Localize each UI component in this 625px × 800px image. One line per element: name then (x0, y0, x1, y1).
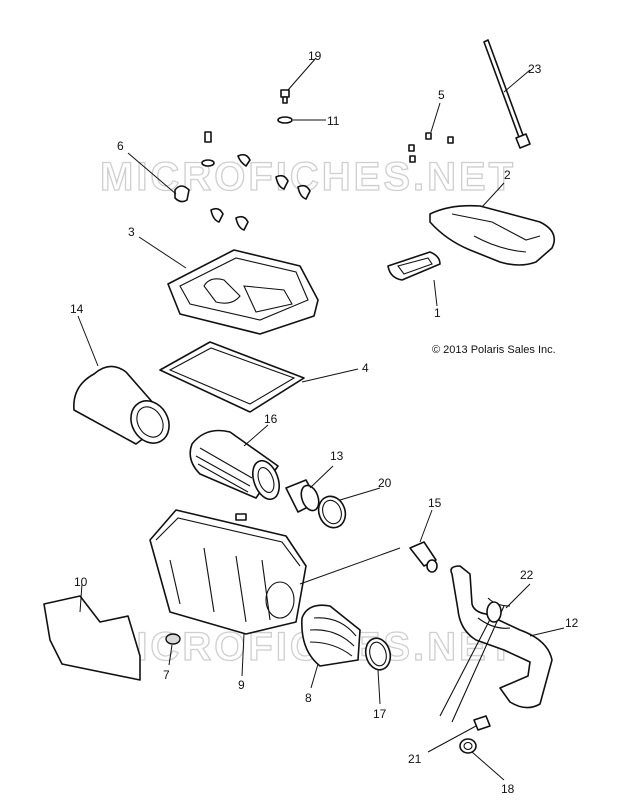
coupler-clamp-part (317, 495, 347, 529)
gasket-part (387, 251, 441, 281)
leader-lines (77, 57, 565, 781)
callout-8: 8 (305, 691, 312, 705)
callout-12: 12 (565, 616, 579, 630)
callout-7: 7 (163, 668, 170, 682)
boot-clamp-part (364, 637, 392, 671)
callout-3: 3 (128, 225, 135, 239)
callout-14: 14 (70, 302, 84, 316)
callout-6: 6 (117, 139, 124, 153)
callout-23: 23 (528, 62, 542, 76)
callout-11: 11 (327, 114, 340, 128)
pre-filter-part (73, 365, 170, 445)
hose-fitting-part (473, 715, 491, 731)
callout-10: 10 (74, 575, 88, 589)
callout-22: 22 (520, 568, 534, 582)
heat-shield-part (43, 595, 141, 681)
air-filter-part (189, 429, 280, 501)
intake-duct-part (429, 204, 556, 266)
callout-1: 1 (434, 306, 441, 320)
callout-17: 17 (373, 707, 387, 721)
callout-18: 18 (501, 782, 515, 796)
drain-valve-part (409, 541, 438, 573)
callout-15: 15 (428, 496, 442, 510)
callout-labels: 19 11 23 5 6 2 3 1 14 4 16 13 20 15 22 1… (70, 49, 579, 796)
bolt-part (280, 89, 290, 104)
screws-part (408, 132, 454, 163)
callout-4: 4 (362, 361, 369, 375)
callout-19: 19 (308, 49, 322, 63)
airbox-base-part (149, 509, 307, 635)
callout-13: 13 (330, 449, 344, 463)
clips-part (174, 131, 311, 231)
callout-2: 2 (504, 168, 511, 182)
airbox-cover-part (167, 249, 319, 335)
callout-16: 16 (264, 412, 278, 426)
callout-21: 21 (408, 752, 422, 766)
coupler-part (285, 479, 320, 513)
tie-straps-part (439, 601, 505, 723)
washer-part (277, 116, 293, 124)
callout-9: 9 (238, 678, 245, 692)
copyright-notice: © 2013 Polaris Sales Inc. (432, 344, 556, 356)
grommet-part (165, 633, 181, 645)
outlet-boot-part (301, 604, 361, 667)
hose-clamp-part (459, 738, 477, 754)
callout-20: 20 (378, 476, 392, 490)
tube-part (483, 39, 531, 149)
callout-5: 5 (438, 88, 445, 102)
cover-seal-part (159, 341, 305, 413)
